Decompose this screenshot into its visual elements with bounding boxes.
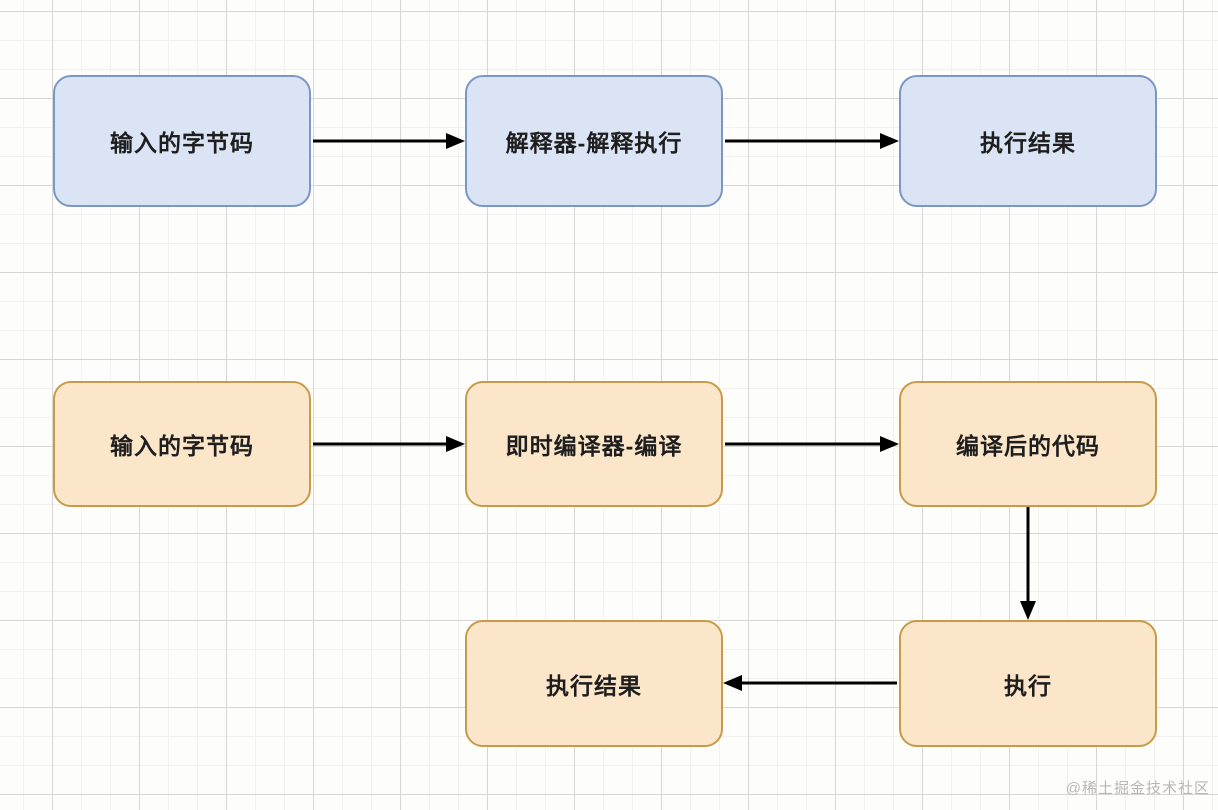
arrow-execute-to-result (723, 675, 897, 691)
node-interpreter-input-bytecode[interactable]: 输入的字节码 (53, 75, 311, 207)
arrow-jit-to-compiled (725, 436, 899, 452)
node-label: 执行结果 (546, 672, 642, 699)
node-jit-result[interactable]: 执行结果 (465, 620, 723, 747)
node-jit-input-bytecode[interactable]: 输入的字节码 (53, 381, 311, 507)
node-label: 即时编译器-编译 (505, 433, 683, 459)
node-interpreter-result[interactable]: 执行结果 (899, 75, 1157, 207)
node-label: 执行 (1004, 672, 1052, 699)
node-execute[interactable]: 执行 (899, 620, 1157, 747)
arrow-interpreter-to-result (725, 133, 899, 149)
node-label: 编译后的代码 (956, 433, 1100, 459)
watermark-text: @稀土掘金技术社区 (1065, 780, 1210, 797)
arrow-input-to-jit (313, 436, 465, 452)
node-jit-compile[interactable]: 即时编译器-编译 (465, 381, 723, 507)
arrow-compiled-to-execute (1020, 507, 1036, 620)
node-label: 解释器-解释执行 (505, 130, 683, 156)
node-compiled-code[interactable]: 编译后的代码 (899, 381, 1157, 507)
node-label: 输入的字节码 (110, 130, 254, 156)
arrow-input-to-interpreter (313, 133, 465, 149)
node-label: 输入的字节码 (110, 433, 254, 459)
node-interpreter-execute[interactable]: 解释器-解释执行 (465, 75, 723, 207)
node-label: 执行结果 (980, 130, 1076, 156)
